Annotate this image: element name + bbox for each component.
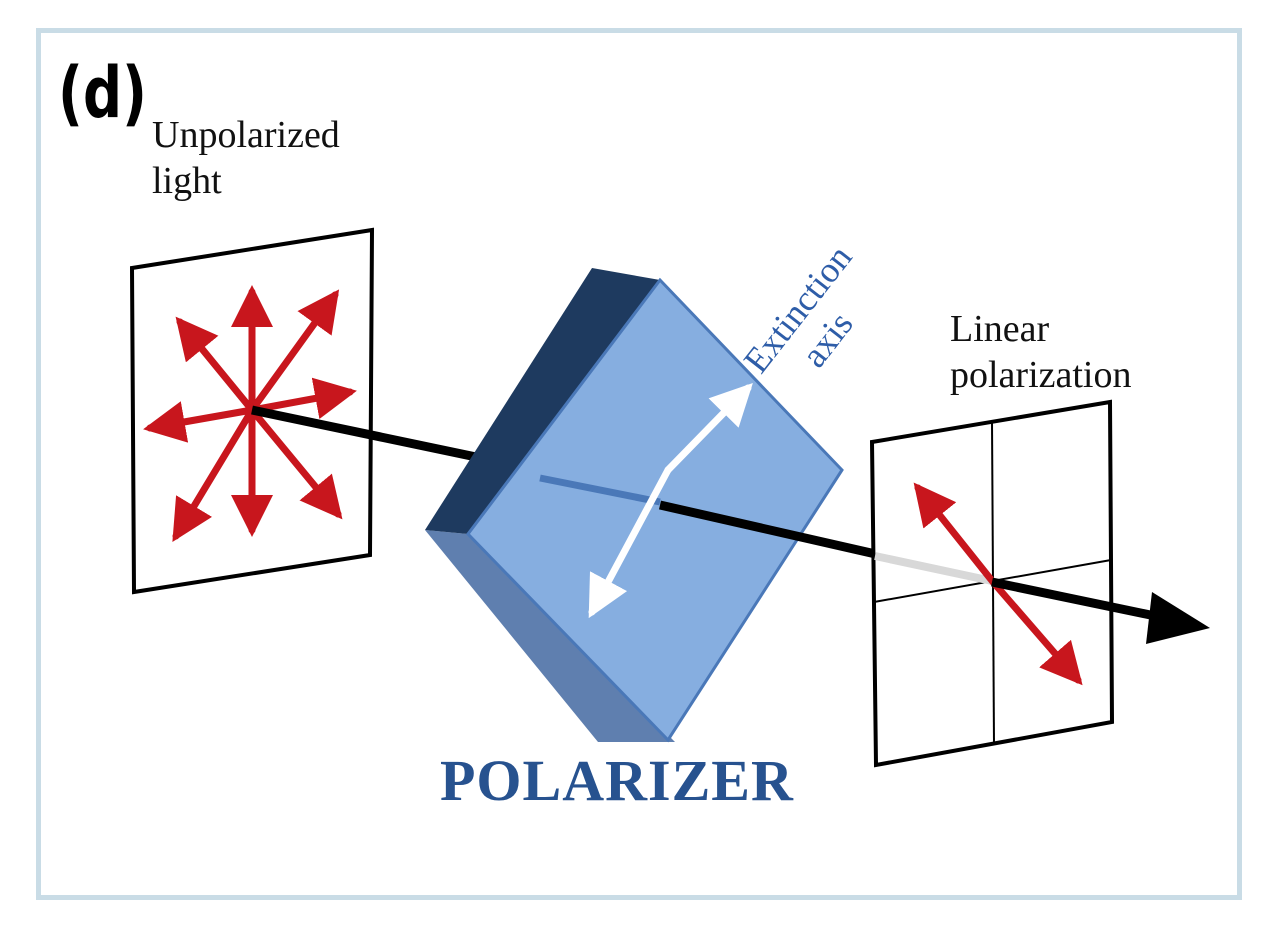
linear-label-line-2: polarization: [950, 354, 1132, 396]
beam-behind-panel: [874, 552, 993, 585]
polarizer-bottom-face: [425, 530, 675, 742]
beam-segment-1: [251, 405, 501, 467]
extinction-axis-arrow: [588, 382, 753, 619]
unpolarized-light-label: Unpolarized light: [152, 112, 340, 204]
unpolarized-arrows: [143, 285, 357, 542]
outgoing-beam: [991, 577, 1161, 622]
outgoing-beam-arrowhead: [1146, 592, 1210, 644]
unpolarized-label-line-1: Unpolarized: [152, 114, 340, 156]
beam-segment-2: [659, 500, 881, 560]
linear-polarization-label: Linear polarization: [950, 306, 1131, 398]
unpolarized-label-line-2: light: [152, 160, 222, 202]
polarizer-left-face: [425, 268, 660, 534]
linear-polarization-arrow: [913, 482, 1083, 686]
panel-label: (d): [58, 52, 147, 134]
linear-label-line-1: Linear: [950, 308, 1050, 350]
polarizer-label: POLARIZER: [440, 748, 794, 813]
beam-inside-polarizer: [539, 474, 661, 506]
